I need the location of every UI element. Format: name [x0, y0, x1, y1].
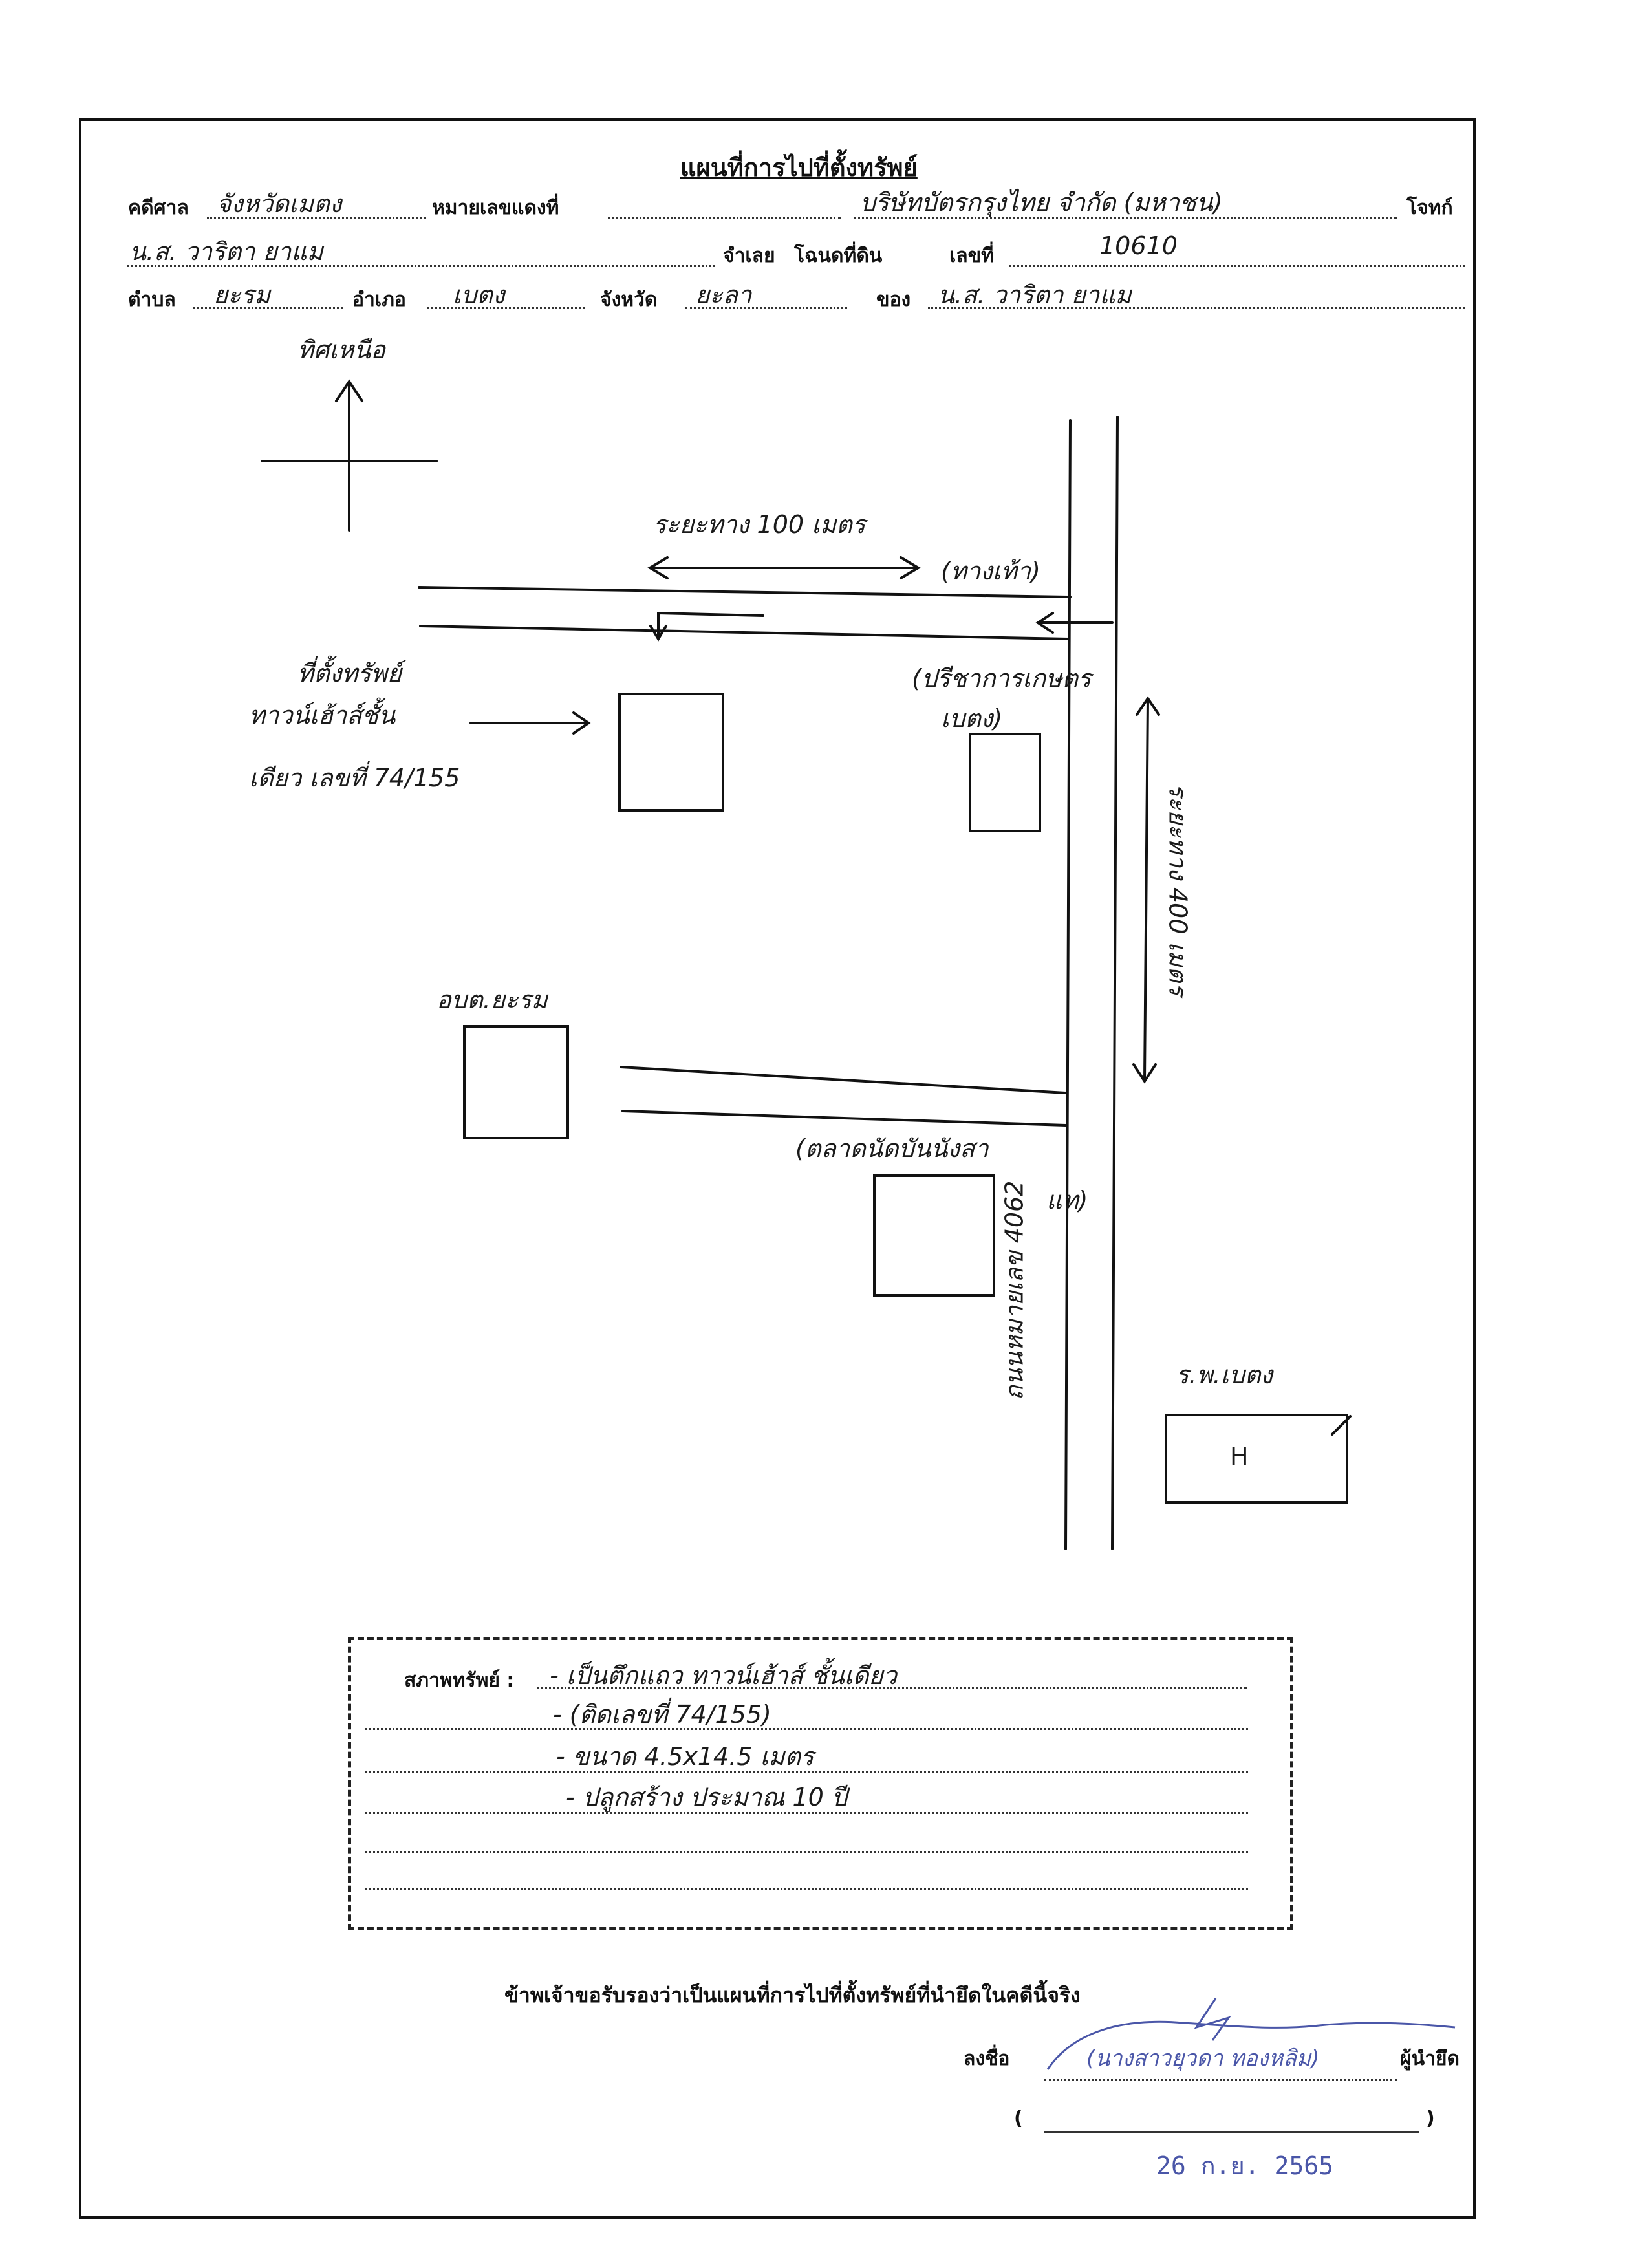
- turn-arrow-head: [649, 625, 667, 642]
- province-underline: [685, 307, 847, 309]
- deed-label: โฉนดที่ดิน: [794, 244, 883, 267]
- condition-underline-6: [365, 1888, 1248, 1890]
- court-value: จังหวัดเมตง: [217, 189, 342, 218]
- side-distance-label: ระยะทาง 400 เมตร: [1163, 783, 1192, 996]
- name-underline: [1044, 2131, 1419, 2133]
- condition-line-4: - ปลูกสร้าง ประมาณ 10 ปี: [566, 1783, 847, 1811]
- tambon-org-building: [463, 1025, 569, 1139]
- red-case-underline: [608, 217, 841, 219]
- alley-label: (ทางเท้า): [941, 557, 1040, 585]
- signature-underline: [1044, 2079, 1397, 2081]
- owner-underline: [928, 307, 1465, 309]
- district-underline: [427, 307, 585, 309]
- number-value: 10610: [1099, 232, 1178, 260]
- distance-arrow-left-head: [647, 556, 669, 579]
- condition-line-1: - เป็นตึกแถว ทาวน์เฮ้าส์ ชั้นเดียว: [550, 1661, 898, 1690]
- side-distance-arrow-line: [1143, 698, 1149, 1081]
- main-road-right-edge: [1111, 416, 1119, 1550]
- owner-value: น.ส. วาริตา ยาแม: [938, 281, 1132, 309]
- plaintiff-underline: [854, 217, 1397, 219]
- north-arrow-head: [335, 379, 363, 402]
- signature-scribble: [1046, 1998, 1456, 2070]
- defendant-label: จำเลย: [723, 244, 775, 267]
- hospital-corner-mark: [1331, 1415, 1352, 1436]
- north-label: ทิศเหนือ: [297, 336, 386, 364]
- defendant-value: น.ส. วาริตา ยาแม: [129, 237, 323, 266]
- number-underline: [1009, 265, 1465, 267]
- road-entry-arrow-head: [1035, 612, 1054, 634]
- market-label-line1: (ตลาดนัดบันนังสา: [795, 1134, 989, 1163]
- signer-role: ผู้นำยึด: [1400, 2047, 1460, 2070]
- court-label: คดีศาล: [128, 197, 189, 219]
- property-pointer-arrow-head: [572, 711, 591, 735]
- subdistrict-label: ตำบล: [128, 288, 176, 311]
- court-underline: [207, 217, 426, 219]
- condition-underline-3: [365, 1771, 1248, 1773]
- side-street-top-edge: [418, 586, 1072, 598]
- signer-name: (นางสาวยุวดา ทองหลิม): [1086, 2046, 1320, 2071]
- condition-label: สภาพทรัพย์ :: [404, 1669, 515, 1692]
- paren-close: ): [1426, 2107, 1435, 2130]
- paren-open: (: [1014, 2107, 1023, 2130]
- property-building: [618, 693, 724, 812]
- agri-label-line1: (ปรีชาการเกษตร: [912, 664, 1092, 693]
- condition-underline-5: [365, 1851, 1248, 1853]
- lower-street-top-edge: [620, 1066, 1067, 1094]
- district-label: อำเภอ: [352, 288, 406, 311]
- date-stamp: 26 ก.ย. 2565: [1156, 2152, 1334, 2180]
- condition-underline-1: [537, 1687, 1247, 1689]
- road-label: ถนนหมายเลข 4062: [1000, 1180, 1029, 1401]
- condition-underline-2: [365, 1728, 1248, 1730]
- owner-label: ของ: [876, 288, 911, 311]
- certify-text: ข้าพเจ้าขอรับรองว่าเป็นแผนที่การไปที่ตั้…: [504, 1983, 1081, 2007]
- turn-arrow: [657, 611, 764, 638]
- document-frame: [79, 118, 1476, 2219]
- defendant-underline: [127, 265, 715, 267]
- lower-street-bottom-edge: [621, 1110, 1067, 1127]
- plaintiff-value: บริษัทบัตรกรุงไทย จำกัด (มหาชน): [860, 188, 1223, 217]
- distance-arrow-right-head: [900, 556, 921, 579]
- number-label: เลขที่: [949, 244, 994, 267]
- agri-shop-building: [969, 733, 1041, 832]
- market-label-line2: แท): [1046, 1186, 1088, 1215]
- condition-line-3: - ขนาด 4.5x14.5 เมตร: [556, 1742, 814, 1771]
- subdistrict-underline: [193, 307, 343, 309]
- district-value: เบตง: [453, 281, 505, 309]
- hospital-symbol: H: [1230, 1442, 1249, 1471]
- red-case-label: หมายเลขแดงที่: [432, 197, 559, 219]
- side-distance-arrow-bottom-head: [1132, 1063, 1157, 1084]
- market-building: [873, 1174, 995, 1297]
- property-label-line3: เดียว เลขที่ 74/155: [249, 764, 460, 792]
- agri-label-line2: เบตง): [941, 704, 1003, 733]
- subdistrict-value: ยะรม: [213, 281, 271, 309]
- plaintiff-label: โจทก์: [1406, 197, 1453, 219]
- property-label-line1: ที่ตั้งทรัพย์: [297, 659, 402, 687]
- property-label-line2: ทาวน์เฮ้าส์ชั้น: [249, 701, 396, 729]
- hospital-label: ร.พ.เบตง: [1176, 1361, 1273, 1389]
- property-condition-box: [348, 1637, 1293, 1930]
- province-value: ยะลา: [695, 281, 752, 309]
- distance-label: ระยะทาง 100 เมตร: [653, 510, 866, 539]
- page-title: แผนที่การไปที่ตั้งทรัพย์: [680, 153, 918, 182]
- side-distance-arrow-top-head: [1136, 696, 1160, 716]
- province-label: จังหวัด: [600, 288, 658, 311]
- condition-line-2: - (ติดเลขที่ 74/155): [553, 1700, 771, 1729]
- condition-underline-4: [365, 1812, 1248, 1814]
- sign-label: ลงชื่อ: [964, 2047, 1010, 2070]
- main-road-left-edge: [1064, 419, 1072, 1550]
- tambon-org-label: อบต.ยะรม: [436, 986, 548, 1014]
- side-street-bottom-edge: [419, 625, 1070, 640]
- hospital-building: [1165, 1414, 1348, 1504]
